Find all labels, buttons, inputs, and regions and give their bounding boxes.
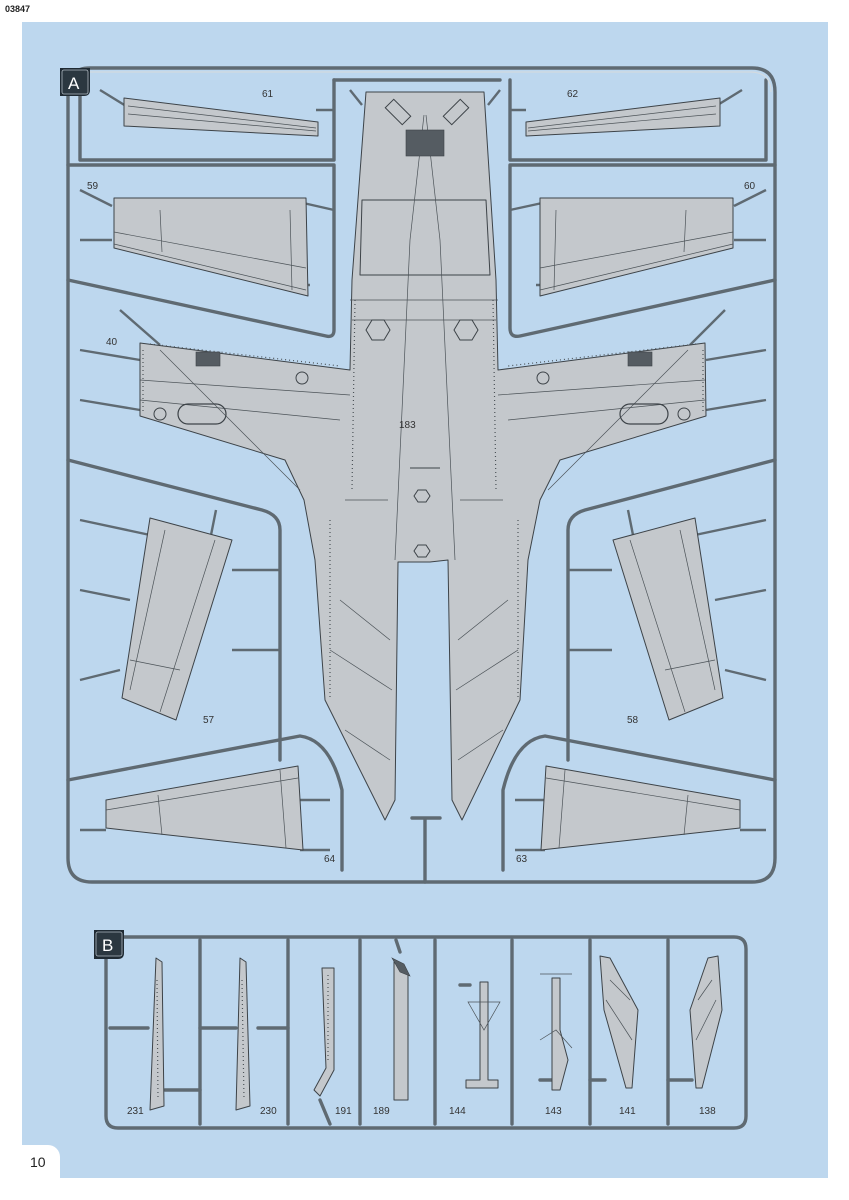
part-label: 40 bbox=[106, 337, 118, 348]
part-138-leg bbox=[689, 955, 723, 1089]
part-63-stabilizer bbox=[540, 765, 741, 851]
sprue-a-gates bbox=[79, 88, 767, 852]
part-label: 183 bbox=[399, 420, 416, 431]
part-60-flap bbox=[539, 197, 734, 297]
part-230-strut bbox=[235, 957, 251, 1111]
part-191-rod bbox=[313, 967, 335, 1097]
part-59-flap bbox=[113, 197, 309, 297]
part-231-strut bbox=[149, 957, 165, 1111]
part-57-tail bbox=[121, 517, 233, 721]
part-label: 59 bbox=[87, 181, 99, 192]
part-label: 144 bbox=[449, 1106, 466, 1117]
part-label: 62 bbox=[567, 89, 579, 100]
sprue-a-letter: A bbox=[68, 74, 80, 93]
part-label: 60 bbox=[744, 181, 756, 192]
part-label: 143 bbox=[545, 1106, 562, 1117]
sprue-a-badge: A bbox=[60, 68, 90, 96]
page-number-tab: 10 bbox=[18, 1145, 60, 1179]
part-label: 57 bbox=[203, 715, 215, 726]
part-label: 64 bbox=[324, 854, 336, 865]
part-141-leg bbox=[599, 955, 639, 1089]
sprue-b-badge: B bbox=[94, 930, 124, 959]
part-label: 61 bbox=[262, 89, 274, 100]
part-label: 58 bbox=[627, 715, 639, 726]
part-189-rod bbox=[393, 961, 409, 1101]
sprue-b-frame bbox=[104, 935, 748, 1130]
airframe-upper-part bbox=[139, 91, 707, 821]
part-label: 230 bbox=[260, 1106, 277, 1117]
sprue-b-letter: B bbox=[102, 936, 113, 955]
part-label: 138 bbox=[699, 1106, 716, 1117]
part-144-gear bbox=[465, 981, 499, 1089]
part-label: 189 bbox=[373, 1106, 390, 1117]
part-label: 63 bbox=[516, 854, 528, 865]
part-64-stabilizer bbox=[105, 765, 304, 851]
part-58-tail bbox=[612, 517, 724, 721]
part-label: 191 bbox=[335, 1106, 352, 1117]
page-number: 10 bbox=[30, 1154, 46, 1170]
part-label: 231 bbox=[127, 1106, 144, 1117]
part-label: 141 bbox=[619, 1106, 636, 1117]
document-code: 03847 bbox=[5, 4, 31, 14]
